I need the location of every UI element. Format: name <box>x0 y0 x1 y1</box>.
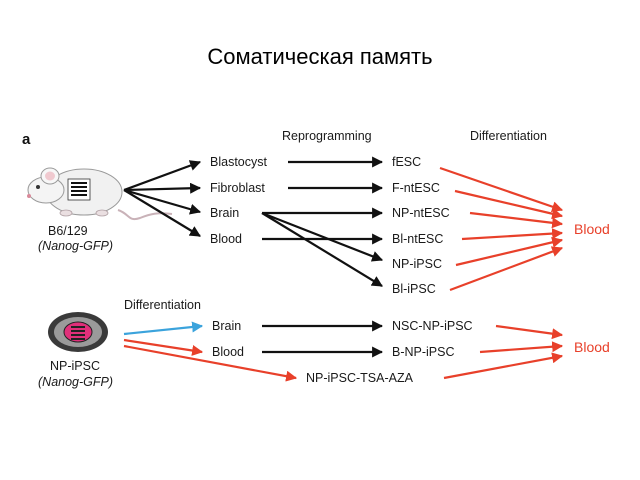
bottom-target-blood: Blood <box>574 339 610 355</box>
mouse-illustration <box>27 167 173 220</box>
cell-illustration <box>48 312 108 352</box>
top-line-fntesc: F-ntESC <box>392 181 440 195</box>
arrow-nsc-np-ipsc-blood <box>495 324 564 340</box>
panel-letter: a <box>22 131 31 148</box>
cell-reporter-label: (Nanog-GFP) <box>38 375 113 389</box>
mouse-reporter-label: (Nanog-GFP) <box>38 239 113 253</box>
arrow-cell-npipsc-tsa-aza <box>123 344 298 382</box>
header-differentiation-bottom: Differentiation <box>124 298 201 312</box>
arrow-fesc-blood <box>439 166 564 212</box>
arrow-cell-brain <box>123 321 204 336</box>
arrow-mouse-fibroblast <box>123 182 202 194</box>
top-target-blood: Blood <box>574 221 610 237</box>
bottom-line-nsc-np-ipsc: NSC-NP-iPSC <box>392 319 473 333</box>
top-line-fesc: fESC <box>392 155 421 169</box>
arrow-b-np-ipsc-blood <box>479 341 564 354</box>
bottom-line-np-ipsc-tsa-aza: NP-iPSC-TSA-AZA <box>306 371 414 385</box>
mouse-strain-label: B6/129 <box>48 224 88 238</box>
arrows-differentiation-bottom <box>443 324 564 380</box>
arrow-mouse-brain <box>123 188 202 215</box>
slide-title: Соматическая память <box>207 44 433 69</box>
arrow-npipsc-blood <box>455 236 564 267</box>
top-source-brain: Brain <box>210 206 239 220</box>
arrow-blipsc-blood <box>449 246 564 292</box>
cell-name-label: NP-iPSC <box>50 359 100 373</box>
arrow-fntesc-blood <box>454 189 564 220</box>
top-line-npntesc: NP-ntESC <box>392 206 450 220</box>
top-line-blntesc: Bl-ntESC <box>392 232 443 246</box>
arrow-blntesc-blood <box>461 228 564 241</box>
header-differentiation-top: Differentiation <box>470 129 547 143</box>
top-source-blood: Blood <box>210 232 242 246</box>
bottom-line-b-np-ipsc: B-NP-iPSC <box>392 345 455 359</box>
arrow-cell-blood <box>123 338 204 356</box>
arrows-differentiation-top <box>439 166 564 292</box>
arrow-np-ipsc-tsa-aza-blood <box>443 352 564 380</box>
header-reprogramming: Reprogramming <box>282 129 372 143</box>
arrows-mouse-to-sources <box>123 160 202 237</box>
top-source-fibroblast: Fibroblast <box>210 181 265 195</box>
arrows-reprogramming <box>261 156 384 287</box>
arrows-cell-red <box>123 338 298 382</box>
bottom-source-brain: Brain <box>212 319 241 333</box>
top-line-npipsc: NP-iPSC <box>392 257 442 271</box>
arrow-brain-bliesc <box>261 211 384 262</box>
arrow-npntesc-blood <box>469 211 564 229</box>
bottom-source-blood: Blood <box>212 345 244 359</box>
arrow-brain-bl-ipsc <box>261 212 383 287</box>
arrow-mouse-blood <box>123 189 201 237</box>
top-line-blipsc: Bl-iPSC <box>392 282 436 296</box>
arrows-bottom-reprogramming <box>262 320 384 358</box>
arrow-mouse-blastocyst <box>123 160 202 192</box>
top-source-blastocyst: Blastocyst <box>210 155 267 169</box>
